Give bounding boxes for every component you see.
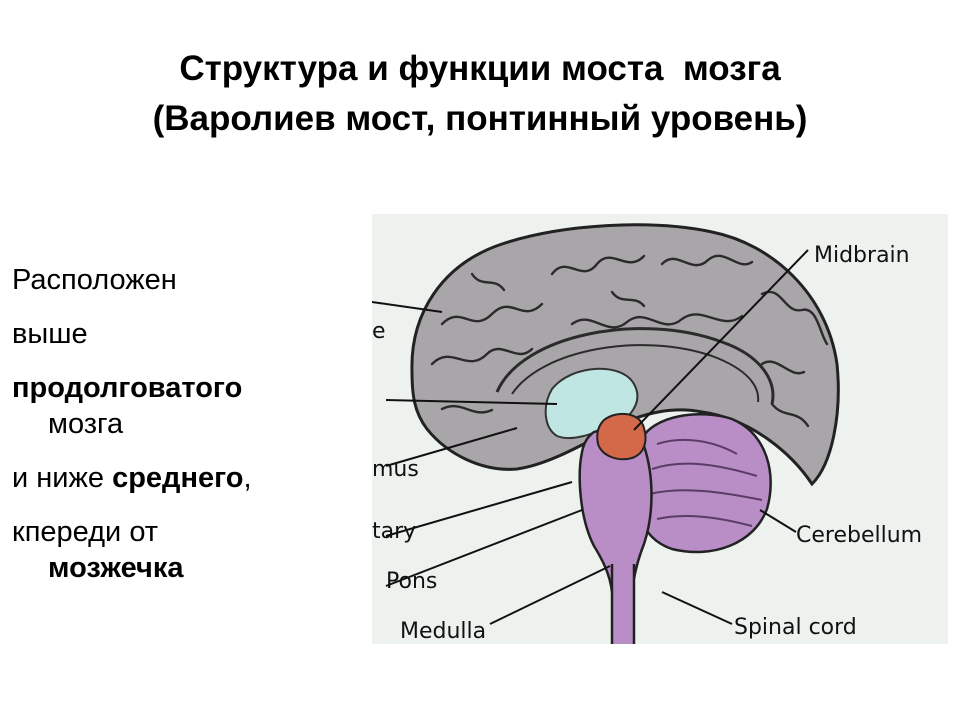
title-line-2: (Варолиев мост, понтинный уровень) <box>152 99 808 138</box>
brain-diagram-svg: e mus tary Pons Medulla Midbrain Cerebel… <box>372 214 948 644</box>
cerebellum-shape <box>634 413 772 554</box>
text-span-bold: среднего <box>112 462 244 494</box>
label-cerebellum: Cerebellum <box>796 523 922 548</box>
label-mus: mus <box>372 457 419 482</box>
gyri-lines <box>430 254 829 428</box>
brain-diagram: e mus tary Pons Medulla Midbrain Cerebel… <box>372 214 948 644</box>
text-line: мозга <box>48 408 124 440</box>
text-line-bold: мозжечка <box>48 552 184 584</box>
slide-title: Структура и функции моста мозга (Варолие… <box>0 44 960 144</box>
corpus-callosum <box>495 327 775 405</box>
label-spinal-cord: Spinal cord <box>734 615 857 640</box>
label-medulla: Medulla <box>400 619 486 644</box>
label-midbrain: Midbrain <box>814 243 910 268</box>
pons-highlight <box>596 412 647 461</box>
text-span: , <box>243 462 252 494</box>
spinal-cord-shape <box>612 564 634 644</box>
text-span: и ниже <box>12 462 113 494</box>
label-tary: tary <box>372 519 416 544</box>
callout-lines <box>372 249 809 625</box>
text-line: и ниже среднего, <box>12 460 352 496</box>
text-line: кпереди от <box>12 516 159 548</box>
description-text: Расположен выше продолговатого мозга и н… <box>12 262 352 586</box>
text-line: выше <box>12 318 88 350</box>
text-line-bold: продолговатого <box>12 372 243 404</box>
text-line: Расположен <box>12 264 177 296</box>
corpus-callosum-inner <box>511 344 760 403</box>
title-line-1: Структура и функции моста мозга <box>179 49 781 88</box>
label-cut-e: e <box>372 319 386 344</box>
label-pons: Pons <box>386 569 437 594</box>
